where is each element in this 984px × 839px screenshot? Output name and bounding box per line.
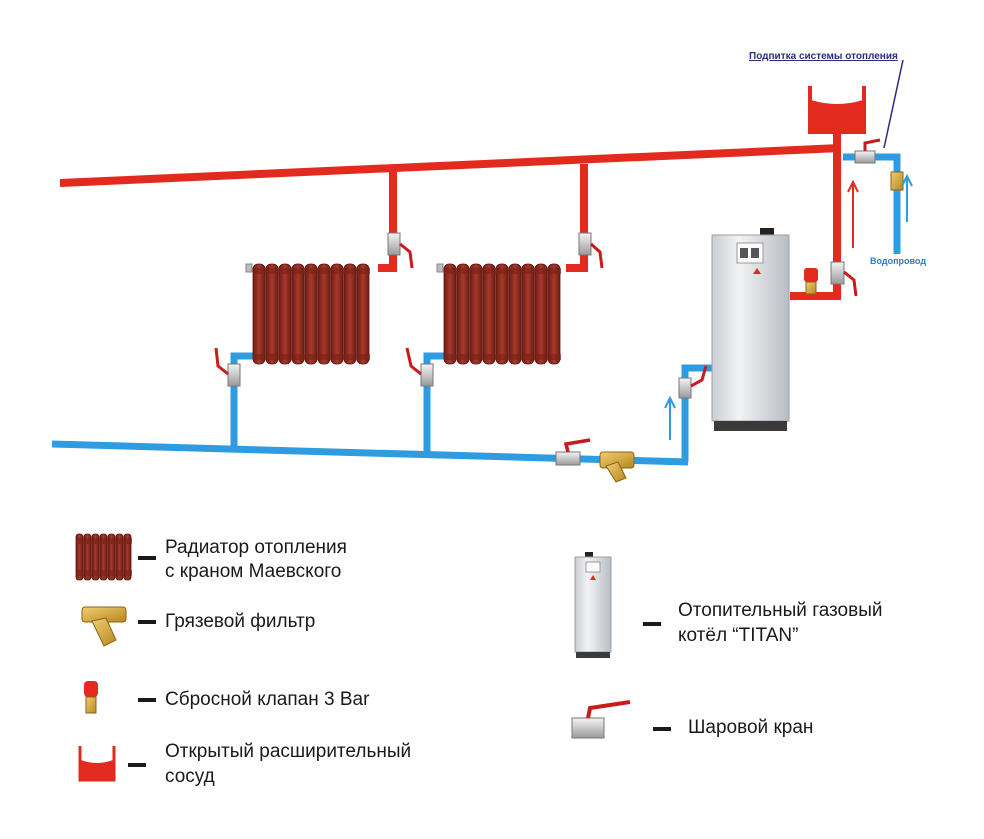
legend-radiator-icon: [75, 533, 132, 581]
radiator-fin: [278, 263, 292, 365]
legend-expansion-tank-label-1: Открытый расширительный: [165, 741, 412, 762]
radiator-fin: [75, 533, 84, 581]
radiator-fin: [356, 263, 370, 365]
legend-radiator-label-1: Радиатор отопления: [165, 537, 347, 558]
legend-filter-label: Грязевой фильтр: [165, 611, 316, 632]
relief-valve-installed: [804, 268, 818, 295]
legend-expansion-tank-dash: [128, 763, 146, 767]
radiator-fin: [343, 263, 357, 365]
legend-expansion-tank-label-2: сосуд: [165, 766, 215, 787]
return-ball-valve: [555, 438, 591, 466]
radiator-1-supply-branch: [378, 172, 397, 272]
radiator-fin: [115, 533, 124, 581]
radiator-fin: [456, 263, 470, 365]
radiator-fin: [469, 263, 483, 365]
radiator-top-manifold: [253, 268, 370, 274]
supply-flow-arrow: [847, 179, 859, 248]
radiator-1-supply-valve: [387, 232, 414, 269]
radiator-fin: [521, 263, 535, 365]
flow-arrows: [664, 173, 913, 440]
boiler-return-valve: [678, 365, 708, 399]
radiator-fin: [443, 263, 457, 365]
supply-riser: [790, 120, 841, 300]
legend-boiler-label-2: котёл “TITAN”: [678, 625, 799, 646]
legend-expansion-tank-icon: [78, 746, 116, 782]
radiator-fin: [534, 263, 548, 365]
supply-pipe-network: [59, 120, 841, 300]
expansion-tank: [808, 86, 866, 134]
radiator-fin: [482, 263, 496, 365]
radiator-fin: [291, 263, 305, 365]
radiator-fin: [252, 263, 266, 365]
return-riser-to-boiler: [681, 364, 712, 462]
return-flow-arrow: [664, 395, 676, 440]
radiator-2-supply-valve: [578, 232, 604, 269]
radiator-fin: [330, 263, 344, 365]
legend-boiler-dash: [643, 622, 661, 626]
radiator-2: [436, 263, 561, 365]
legend-ball-valve-dash: [653, 727, 671, 731]
legend-filter-icon: [81, 606, 127, 647]
radiator-top-manifold: [76, 538, 132, 544]
radiator-fin: [547, 263, 561, 365]
radiator-fin: [91, 533, 100, 581]
supply-main-pipe: [59, 144, 841, 187]
radiator-1: [245, 263, 370, 365]
makeup-callout: Подпитка системы отопления: [749, 51, 898, 62]
radiator-2-return-valve: [405, 347, 434, 387]
radiator-fin: [83, 533, 92, 581]
radiator-bottom-manifold: [444, 354, 561, 360]
water-line-valve: [890, 171, 904, 191]
legend-relief-valve-label: Сбросной клапан 3 Bar: [165, 689, 370, 710]
legend-filter-dash: [138, 620, 156, 624]
radiator-fin: [495, 263, 509, 365]
radiator-2-return-branch: [423, 352, 447, 452]
radiator-fin: [123, 533, 132, 581]
radiator-top-manifold: [444, 268, 561, 274]
legend-relief-valve-dash: [138, 698, 156, 702]
radiator-bottom-manifold: [253, 354, 370, 360]
water-supply-callout: Водопровод: [870, 256, 926, 266]
legend-radiator-dash: [138, 556, 156, 560]
makeup-ball-valve: [854, 138, 881, 164]
radiator-2-supply-branch: [566, 164, 588, 272]
radiator-bottom-manifold: [76, 570, 132, 576]
legend-boiler-icon: [574, 552, 612, 658]
makeup-callout-leader: [883, 59, 904, 149]
legend-ball-valve-label: Шаровой кран: [688, 717, 814, 738]
water-flow-arrow: [901, 173, 913, 222]
radiator-fin: [508, 263, 522, 365]
radiator-fin: [99, 533, 108, 581]
radiator-1-return-valve: [214, 347, 241, 387]
supply-riser-valve: [830, 261, 858, 297]
legend-ball-valve-icon: [571, 700, 631, 739]
radiator-1-return-branch: [230, 352, 256, 448]
radiator-fin: [265, 263, 279, 365]
return-strainer: [599, 451, 635, 483]
legend-relief-valve-icon: [84, 681, 98, 714]
return-main-pipe: [51, 440, 689, 466]
radiator-fin: [317, 263, 331, 365]
legend-boiler-label-1: Отопительный газовый: [678, 600, 883, 621]
gas-boiler-titan: [711, 228, 790, 431]
radiator-fin: [107, 533, 116, 581]
legend-radiator-label-2: с краном Маевского: [165, 561, 342, 582]
water-supply-pipe: [843, 153, 901, 254]
radiator-fin: [304, 263, 318, 365]
